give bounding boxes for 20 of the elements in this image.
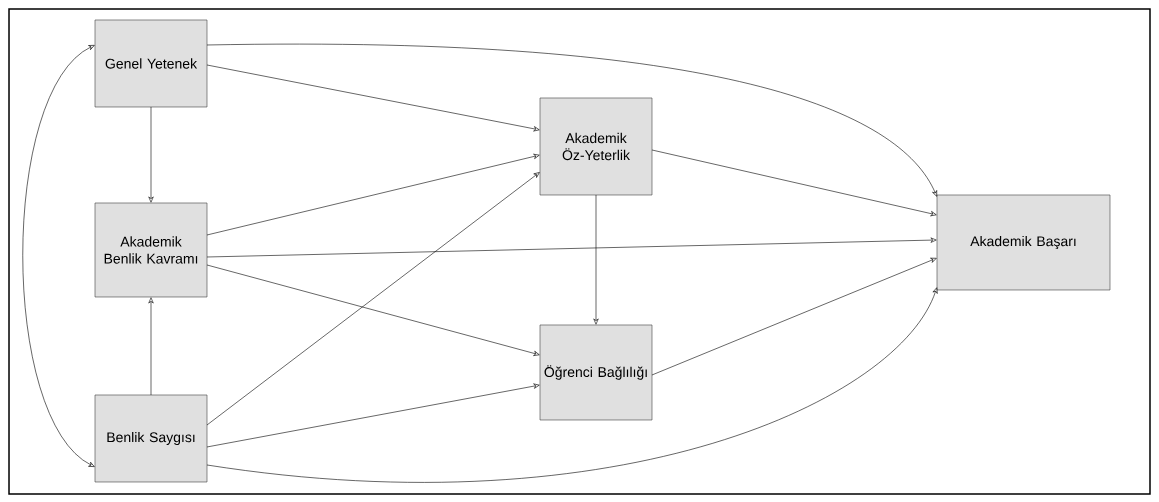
arrow — [206, 264, 540, 356]
process-box: Öğrenci Bağlılığı — [539, 324, 653, 421]
arrow — [206, 153, 540, 236]
process-box: Akademik Öz-Yeterlik — [539, 97, 653, 196]
arrow — [22, 45, 95, 467]
arrow — [593, 194, 599, 325]
process-box: Akademik Benlik Kavramı — [94, 202, 208, 298]
arrow — [206, 43, 938, 197]
process-box: Akademik Başarı — [936, 194, 1111, 291]
arrow — [651, 257, 937, 376]
arrow — [148, 297, 154, 396]
arrow — [206, 64, 540, 132]
process-box: Genel Yetenek — [94, 19, 208, 108]
process-box: Benlik Saygısı — [94, 394, 208, 483]
arrow — [651, 149, 937, 217]
arrow — [148, 106, 154, 203]
arrow — [206, 383, 540, 448]
arrow — [206, 287, 938, 483]
arrow — [206, 237, 937, 258]
arrow — [206, 172, 540, 426]
